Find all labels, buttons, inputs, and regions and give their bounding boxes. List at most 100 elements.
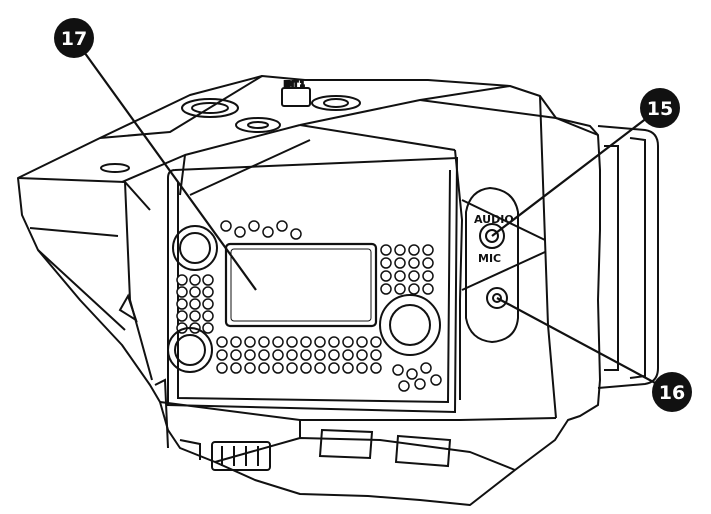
- keypad-button: [244, 362, 256, 374]
- keypad-button: [398, 380, 410, 392]
- keypad-button: [202, 298, 214, 310]
- keypad-button: [189, 286, 201, 298]
- keypad-button: [394, 244, 406, 256]
- keypad-button: [248, 220, 260, 232]
- keypad-button: [356, 349, 368, 361]
- leader-lines: [73, 37, 673, 393]
- audio-label: AUDIO: [474, 213, 514, 226]
- keypad-button: [394, 270, 406, 282]
- keypad-button: [394, 283, 406, 295]
- keypad-button: [414, 378, 426, 390]
- keypad-button: [356, 336, 368, 348]
- chin-details: [118, 293, 452, 471]
- keypad-button: [258, 349, 270, 361]
- keypad-button: [422, 270, 434, 282]
- keypad-button: [230, 349, 242, 361]
- keypad-button: [234, 226, 246, 238]
- callout-17: 17: [54, 18, 94, 58]
- keypad-button: [230, 362, 242, 374]
- keypad-button: [328, 349, 340, 361]
- keypad-button: [300, 362, 312, 374]
- keypad-button: [328, 336, 340, 348]
- top-marking: ENT 1: [284, 80, 305, 88]
- keypad-button: [430, 374, 442, 386]
- keypad-button: [370, 362, 382, 374]
- keypad-button: [202, 322, 214, 334]
- callout-16: 16: [652, 372, 692, 412]
- keypad: [176, 220, 442, 392]
- callout-15-number: 15: [647, 98, 673, 120]
- side-handle: [597, 125, 659, 389]
- keypad-button: [408, 257, 420, 269]
- keypad-button: [272, 336, 284, 348]
- callout-16-number: 16: [659, 382, 685, 404]
- keypad-button: [422, 283, 434, 295]
- keypad-button: [244, 349, 256, 361]
- keypad-button: [422, 244, 434, 256]
- keypad-button: [370, 349, 382, 361]
- keypad-button: [202, 286, 214, 298]
- keypad-button: [422, 257, 434, 269]
- keypad-button: [258, 336, 270, 348]
- port-panel: [465, 186, 519, 344]
- keypad-button: [300, 349, 312, 361]
- keypad-button: [380, 270, 392, 282]
- keypad-button: [220, 220, 232, 232]
- keypad-button: [394, 257, 406, 269]
- left-lower-knob: [167, 327, 213, 373]
- right-rotary-knob: [379, 294, 441, 356]
- keypad-button: [216, 349, 228, 361]
- keypad-button: [420, 362, 432, 374]
- keypad-button: [356, 362, 368, 374]
- keypad-button: [272, 349, 284, 361]
- keypad-button: [230, 336, 242, 348]
- keypad-button: [408, 244, 420, 256]
- keypad-button: [314, 349, 326, 361]
- keypad-button: [342, 349, 354, 361]
- top-fittings: ENT 1: [100, 79, 361, 173]
- keypad-button: [408, 270, 420, 282]
- keypad-button: [262, 226, 274, 238]
- keypad-button: [314, 362, 326, 374]
- keypad-button: [408, 283, 420, 295]
- keypad-button: [202, 274, 214, 286]
- keypad-button: [189, 274, 201, 286]
- device-housing: [17, 75, 601, 506]
- keypad-button: [176, 310, 188, 322]
- callout-15: 15: [640, 88, 680, 128]
- keypad-button: [176, 286, 188, 298]
- mic-label: MIC: [478, 252, 501, 265]
- keypad-button: [286, 349, 298, 361]
- keypad-button: [370, 336, 382, 348]
- keypad-button: [176, 298, 188, 310]
- keypad-button: [202, 310, 214, 322]
- keypad-button: [380, 283, 392, 295]
- keypad-button: [189, 310, 201, 322]
- keypad-button: [380, 257, 392, 269]
- keypad-button: [176, 274, 188, 286]
- keypad-button: [392, 364, 404, 376]
- left-upper-knob: [172, 225, 218, 271]
- keypad-button: [216, 362, 228, 374]
- keypad-button: [328, 362, 340, 374]
- keypad-button: [272, 362, 284, 374]
- callout-17-number: 17: [61, 28, 87, 50]
- leader-line-16: [496, 297, 673, 393]
- keypad-button: [406, 368, 418, 380]
- display-screen: [224, 242, 378, 328]
- keypad-button: [342, 362, 354, 374]
- keypad-button: [286, 362, 298, 374]
- leader-line-15: [491, 107, 661, 237]
- keypad-button: [286, 336, 298, 348]
- leader-line-17: [73, 37, 257, 291]
- keypad-button: [300, 336, 312, 348]
- keypad-button: [216, 336, 228, 348]
- keypad-button: [342, 336, 354, 348]
- keypad-button: [290, 228, 302, 240]
- keypad-button: [258, 362, 270, 374]
- keypad-button: [276, 220, 288, 232]
- keypad-button: [380, 244, 392, 256]
- keypad-button: [189, 298, 201, 310]
- keypad-button: [314, 336, 326, 348]
